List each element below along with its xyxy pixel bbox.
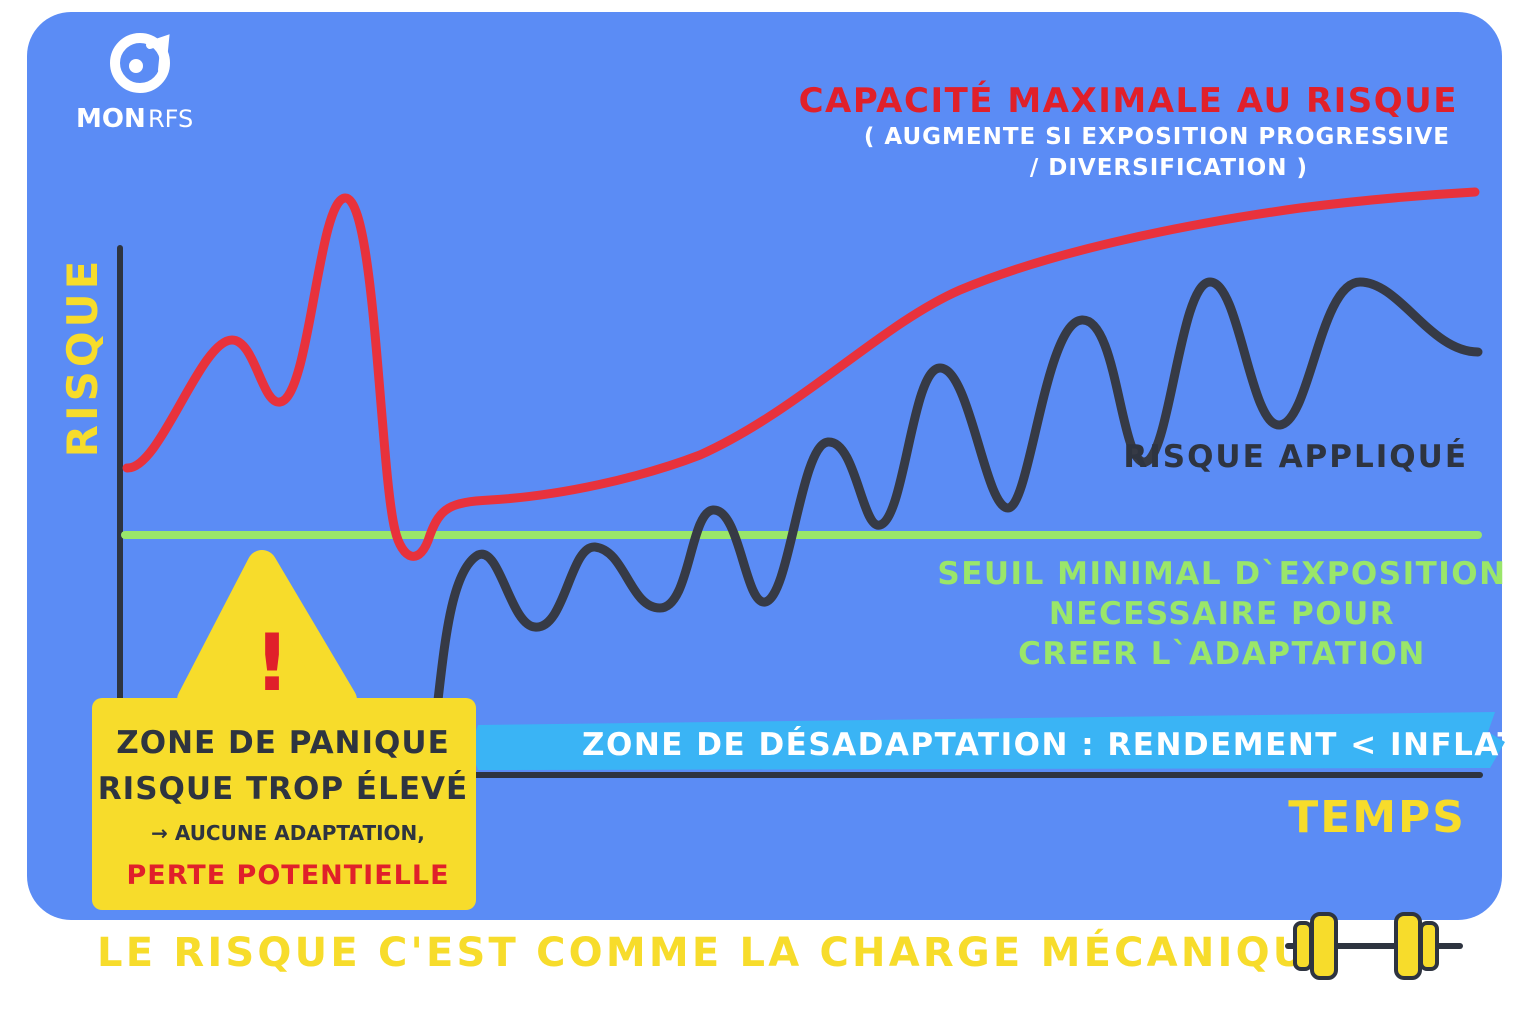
barbell-icon: [1285, 912, 1463, 980]
warning-exclamation: !: [254, 619, 290, 709]
threshold-label-line2: NECESSAIRE POUR: [1049, 596, 1395, 632]
footer-title: LE RISQUE C'EST COMME LA CHARGE MÉCANIQU…: [97, 928, 1339, 976]
applied-risk-label: RISQUE APPLIQUÉ: [1123, 439, 1468, 475]
threshold-label-line3: CREER L`ADAPTATION: [1018, 636, 1426, 672]
panic-zone-line2: RISQUE TROP ÉLEVÉ: [98, 771, 468, 807]
maladaptation-label: ZONE DE DÉSADAPTATION : RENDEMENT < INFL…: [582, 727, 1536, 763]
threshold-label-line1: SEUIL MINIMAL D`EXPOSITION: [937, 556, 1506, 592]
max-capacity-title: CAPACITÉ MAXIMALE AU RISQUE: [799, 80, 1458, 121]
max-capacity-subtitle-line2: / DIVERSIFICATION ): [1030, 155, 1308, 181]
x-axis-label: TEMPS: [1288, 792, 1466, 843]
applied-risk-curve: [433, 277, 1483, 705]
monrfs-logo-icon: [110, 33, 170, 93]
panic-zone-line3: → AUCUNE ADAPTATION,: [151, 821, 425, 845]
panic-zone-title: ZONE DE PANIQUE: [116, 725, 450, 761]
max-capacity-curve: [122, 187, 1480, 561]
y-axis-label: RISQUE: [58, 257, 107, 458]
maladaptation-band: [470, 712, 1505, 770]
panic-zone-line4: PERTE POTENTIELLE: [126, 860, 449, 891]
max-capacity-subtitle-line1: ( AUGMENTE SI EXPOSITION PROGRESSIVE: [864, 124, 1450, 150]
logo-brand-light: RFS: [148, 105, 193, 133]
logo-brand-bold: MON: [76, 104, 146, 134]
panic-zone-box: [92, 698, 476, 910]
